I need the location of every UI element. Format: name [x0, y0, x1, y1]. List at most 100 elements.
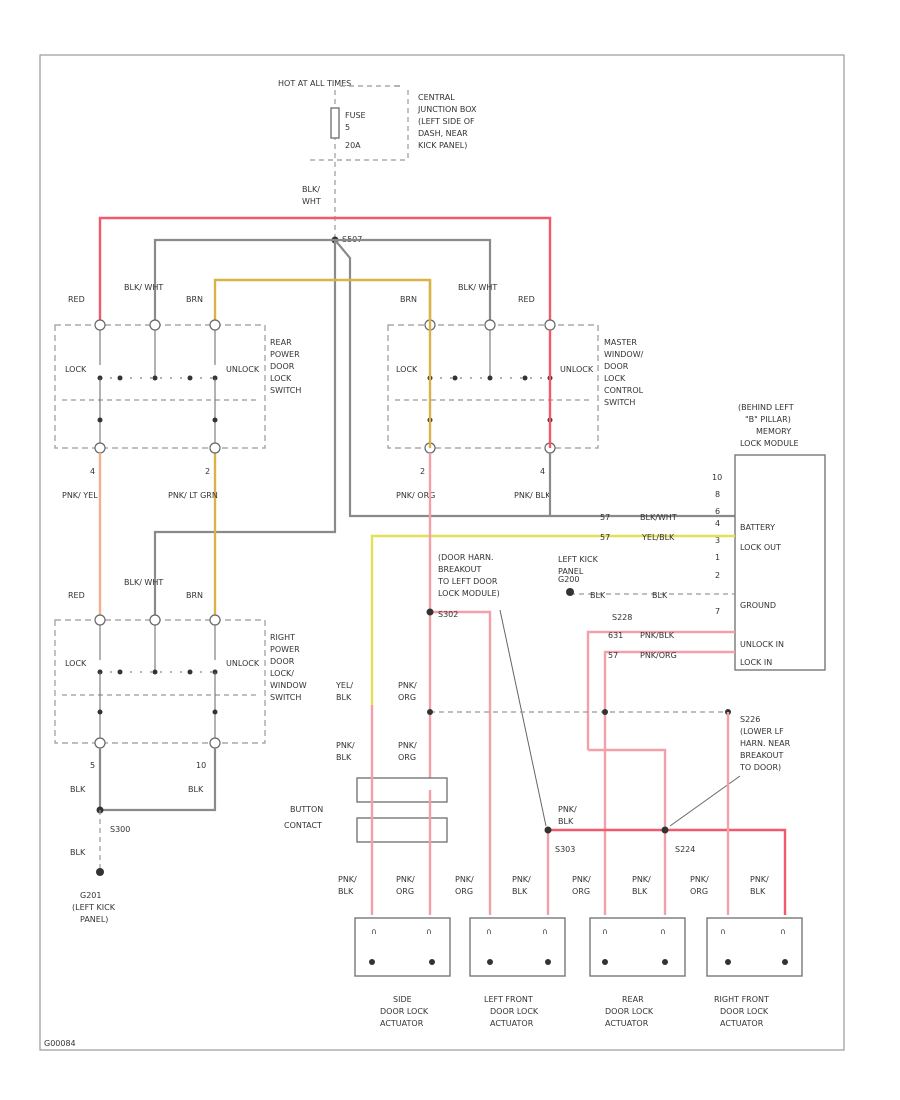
circuit-57-c: 57 [608, 651, 618, 660]
feed-wire-label: BLK/ [302, 185, 320, 194]
fuse-label: FUSE [345, 111, 366, 120]
svg-text:SWITCH: SWITCH [604, 398, 635, 407]
svg-text:∩: ∩ [486, 927, 492, 936]
master-wire-blkwht: BLK/ WHT [458, 283, 497, 292]
svg-text:(DOOR HARN.: (DOOR HARN. [438, 553, 494, 562]
svg-text:WINDOW/: WINDOW/ [604, 350, 644, 359]
svg-text:∩: ∩ [780, 927, 786, 936]
svg-text:DOOR LOCK: DOOR LOCK [380, 1007, 429, 1016]
svg-text:BREAKOUT: BREAKOUT [438, 565, 482, 574]
pnk-org-to-left-front [430, 610, 492, 915]
svg-text:BLK: BLK [336, 693, 352, 702]
right-wire-red: RED [68, 591, 85, 600]
svg-text:∩: ∩ [720, 927, 726, 936]
master-wire-pnk-org: PNK/ ORG [396, 491, 435, 500]
master-wire-red: RED [518, 295, 535, 304]
svg-text:LOCK IN: LOCK IN [740, 658, 772, 667]
svg-text:ORG: ORG [690, 887, 708, 896]
svg-text:LEFT FRONT: LEFT FRONT [484, 995, 533, 1004]
svg-text:BLK: BLK [336, 753, 352, 762]
svg-text:6: 6 [715, 507, 720, 516]
svg-text:DOOR: DOOR [604, 362, 629, 371]
svg-text:UNLOCK: UNLOCK [226, 659, 260, 668]
svg-text:KICK PANEL): KICK PANEL) [418, 141, 467, 150]
svg-text:CONTACT: CONTACT [284, 821, 322, 830]
svg-text:1: 1 [715, 553, 720, 562]
svg-text:PNK/: PNK/ [338, 875, 357, 884]
svg-text:POWER: POWER [270, 350, 300, 359]
ground-g201-label: G201 (LEFT KICK PANEL) [72, 891, 116, 924]
svg-text:PNK/: PNK/ [690, 875, 709, 884]
pnk-blk-actuator-bus [548, 828, 787, 915]
svg-text:LOCK: LOCK [396, 365, 418, 374]
svg-text:GROUND: GROUND [740, 601, 776, 610]
svg-text:BLK: BLK [558, 817, 574, 826]
svg-text:ORG: ORG [396, 887, 414, 896]
svg-text:SWITCH: SWITCH [270, 386, 301, 395]
right-pin-10: 10 [196, 761, 206, 770]
rear-wire-red: RED [68, 295, 85, 304]
wire-pnk-blk-unlock: PNK/BLK [640, 631, 675, 640]
svg-text:G201: G201 [80, 891, 101, 900]
wire-yel-blk-label: YEL/ [335, 681, 353, 690]
svg-text:BREAKOUT: BREAKOUT [740, 751, 784, 760]
svg-text:ORG: ORG [455, 887, 473, 896]
svg-text:S226: S226 [740, 715, 760, 724]
svg-text:LOCK: LOCK [65, 365, 87, 374]
master-wire-pnk-blk: PNK/ BLK [514, 491, 551, 500]
svg-text:ACTUATOR: ACTUATOR [605, 1019, 649, 1028]
svg-text:CONTROL: CONTROL [604, 386, 644, 395]
diagram-frame [39, 54, 845, 1051]
splice-s226-note: S226 (LOWER LF HARN. NEAR BREAKOUT TO DO… [739, 715, 791, 772]
svg-text:"B" PILLAR): "B" PILLAR) [745, 415, 791, 424]
wire-pnk-org-label: PNK/ [398, 681, 417, 690]
svg-text:3: 3 [715, 536, 720, 545]
right-wire-blkwht: BLK/ WHT [124, 578, 163, 587]
svg-text:ORG: ORG [572, 887, 590, 896]
wire-pnk-org-b: PNK/ [398, 741, 417, 750]
svg-text:MASTER: MASTER [604, 338, 637, 347]
memory-lock-module-pins: 10 8 6 4 3 1 2 7 [712, 473, 722, 616]
left-front-door-lock-actuator: PNK/ ORG PNK/ BLK ∩∩ LEFT FRONT DOOR LOC… [455, 875, 566, 1028]
fuse-number: 5 [345, 123, 350, 132]
right-pin-5: 5 [90, 761, 95, 770]
svg-text:LOCK: LOCK [270, 374, 292, 383]
svg-text:DOOR: DOOR [270, 362, 295, 371]
svg-text:ACTUATOR: ACTUATOR [720, 1019, 764, 1028]
svg-text:MEMORY: MEMORY [756, 427, 791, 436]
right-front-door-lock-actuator: PNK/ ORG PNK/ BLK ∩∩ RIGHT FRONT DOOR LO… [690, 875, 803, 1028]
blk-wht-to-module [334, 239, 735, 518]
svg-text:∩: ∩ [371, 927, 377, 936]
central-junction-box-label: CENTRAL JUNCTION BOX (LEFT SIDE OF DASH,… [417, 93, 477, 150]
svg-text:BLK: BLK [750, 887, 766, 896]
right-wire-blk-b: BLK [188, 785, 204, 794]
svg-text:LOCK/: LOCK/ [270, 669, 294, 678]
svg-text:PANEL: PANEL [558, 567, 584, 576]
master-wire-brn: BRN [400, 295, 417, 304]
blk-wht-to-right-switch [153, 240, 337, 615]
svg-text:PANEL): PANEL) [80, 915, 108, 924]
svg-text:10: 10 [712, 473, 722, 482]
svg-text:POWER: POWER [270, 645, 300, 654]
note-leader [499, 609, 547, 827]
svg-text:PNK/: PNK/ [512, 875, 531, 884]
yel-blk-lockout-wire [370, 534, 735, 705]
memory-lock-module-title: (BEHIND LEFT "B" PILLAR) MEMORY LOCK MOD… [738, 403, 799, 448]
fuse-5-icon [330, 107, 340, 139]
svg-text:(BEHIND LEFT: (BEHIND LEFT [738, 403, 794, 412]
master-door-lock-switch: LOCK UNLOCK MASTER WINDOW/ DOOR LOCK CON… [387, 319, 644, 454]
pnk-org-lock-wire [603, 650, 735, 915]
memory-lock-module-labels: BATTERY LOCK OUT GROUND UNLOCK IN LOCK I… [740, 523, 784, 667]
svg-text:SIDE: SIDE [393, 995, 412, 1004]
figure-id: G00084 [44, 1039, 76, 1048]
svg-text:UNLOCK IN: UNLOCK IN [740, 640, 784, 649]
door-harness-note: (DOOR HARN. BREAKOUT TO LEFT DOOR LOCK M… [437, 553, 500, 598]
svg-text:ACTUATOR: ACTUATOR [490, 1019, 534, 1028]
svg-text:DOOR LOCK: DOOR LOCK [720, 1007, 769, 1016]
svg-text:7: 7 [715, 607, 720, 616]
wire-blk-ground: BLK [590, 591, 606, 600]
svg-text:LOCK MODULE: LOCK MODULE [740, 439, 799, 448]
splice-s224-label: S224 [675, 845, 695, 854]
svg-text:DOOR LOCK: DOOR LOCK [490, 1007, 539, 1016]
